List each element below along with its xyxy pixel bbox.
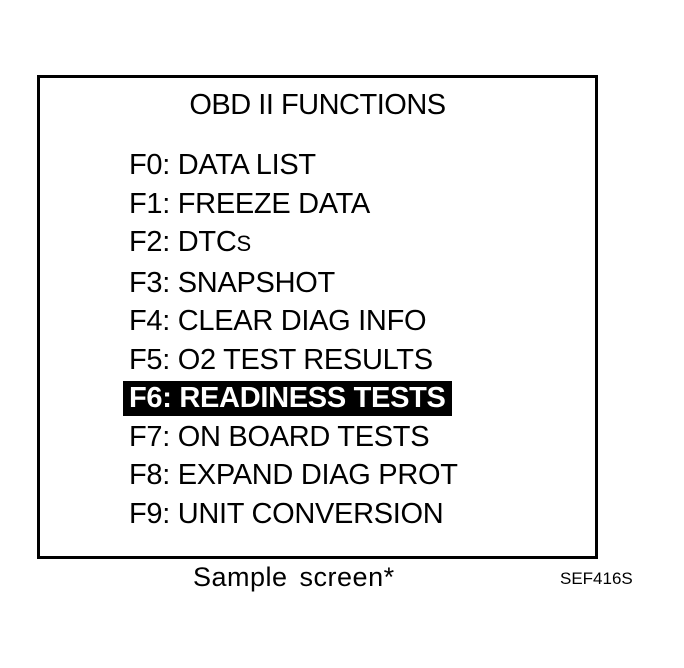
function-key: F9: — [129, 497, 170, 530]
menu-item-label: ON BOARD TESTS — [177, 420, 430, 453]
menu-row-f5[interactable]: F5: O2 TEST RESULTS — [129, 341, 458, 380]
menu-item-label: DATA LIST — [177, 149, 316, 181]
menu-item-label: FREEZE DATA — [177, 187, 371, 220]
menu-item-o2-test-results[interactable]: F5: O2 TEST RESULTS — [129, 344, 433, 376]
menu-item-expand-diag-prot[interactable]: F8: EXPAND DIAG PROT — [129, 459, 458, 491]
menu-item-label-main: DTC — [177, 226, 237, 258]
menu-item-readiness-tests-selected[interactable]: F6: READINESS TESTS — [123, 381, 452, 416]
obd-functions-menu: F0: DATA LIST F1: FREEZE DATA F2: DTCS F… — [123, 146, 458, 534]
menu-item-label: SNAPSHOT — [177, 266, 335, 299]
function-key: F6: — [129, 382, 172, 414]
menu-item-snapshot[interactable]: F3: SNAPSHOT — [129, 267, 335, 299]
menu-row-f2[interactable]: F2: DTCS — [129, 223, 458, 264]
function-key: F1: — [129, 187, 170, 220]
menu-item-freeze-data[interactable]: F1: FREEZE DATA — [129, 188, 370, 220]
menu-row-f6[interactable]: F6: READINESS TESTS — [123, 379, 458, 418]
menu-row-f1[interactable]: F1: FREEZE DATA — [129, 185, 458, 224]
function-key: F5: — [129, 343, 170, 376]
menu-item-label: DTCS — [178, 226, 251, 258]
menu-item-label-suffix: S — [236, 231, 251, 256]
figure-caption: Sample screen* — [193, 562, 395, 592]
scan-tool-screen: OBD II FUNCTIONS F0: DATA LIST F1: FREEZ… — [37, 75, 598, 559]
menu-row-f4[interactable]: F4: CLEAR DIAG INFO — [129, 302, 458, 341]
menu-row-f7[interactable]: F7: ON BOARD TESTS — [129, 418, 458, 457]
menu-item-clear-diag-info[interactable]: F4: CLEAR DIAG INFO — [129, 305, 427, 337]
menu-item-label: EXPAND DIAG PROT — [177, 459, 458, 491]
menu-item-on-board-tests[interactable]: F7: ON BOARD TESTS — [129, 420, 430, 453]
menu-item-dtcs[interactable]: F2: DTCS — [129, 226, 251, 258]
menu-item-label: CLEAR DIAG INFO — [177, 305, 427, 337]
function-key: F3: — [129, 266, 170, 299]
screen-title: OBD II FUNCTIONS — [189, 89, 446, 121]
function-key: F7: — [129, 420, 170, 453]
menu-item-data-list[interactable]: F0: DATA LIST — [129, 149, 316, 181]
function-key: F0: — [129, 149, 170, 181]
menu-item-label: O2 TEST RESULTS — [177, 343, 433, 376]
function-key: F4: — [129, 305, 170, 337]
menu-item-unit-conversion[interactable]: F9: UNIT CONVERSION — [129, 497, 444, 530]
menu-row-f3[interactable]: F3: SNAPSHOT — [129, 264, 458, 303]
menu-row-f9[interactable]: F9: UNIT CONVERSION — [129, 495, 458, 534]
figure-code: SEF416S — [560, 569, 633, 588]
function-key: F2: — [129, 226, 170, 258]
menu-item-label: UNIT CONVERSION — [177, 497, 444, 530]
menu-row-f0[interactable]: F0: DATA LIST — [129, 146, 458, 185]
menu-row-f8[interactable]: F8: EXPAND DIAG PROT — [129, 456, 458, 495]
menu-item-label: READINESS TESTS — [179, 382, 446, 414]
function-key: F8: — [129, 459, 170, 491]
